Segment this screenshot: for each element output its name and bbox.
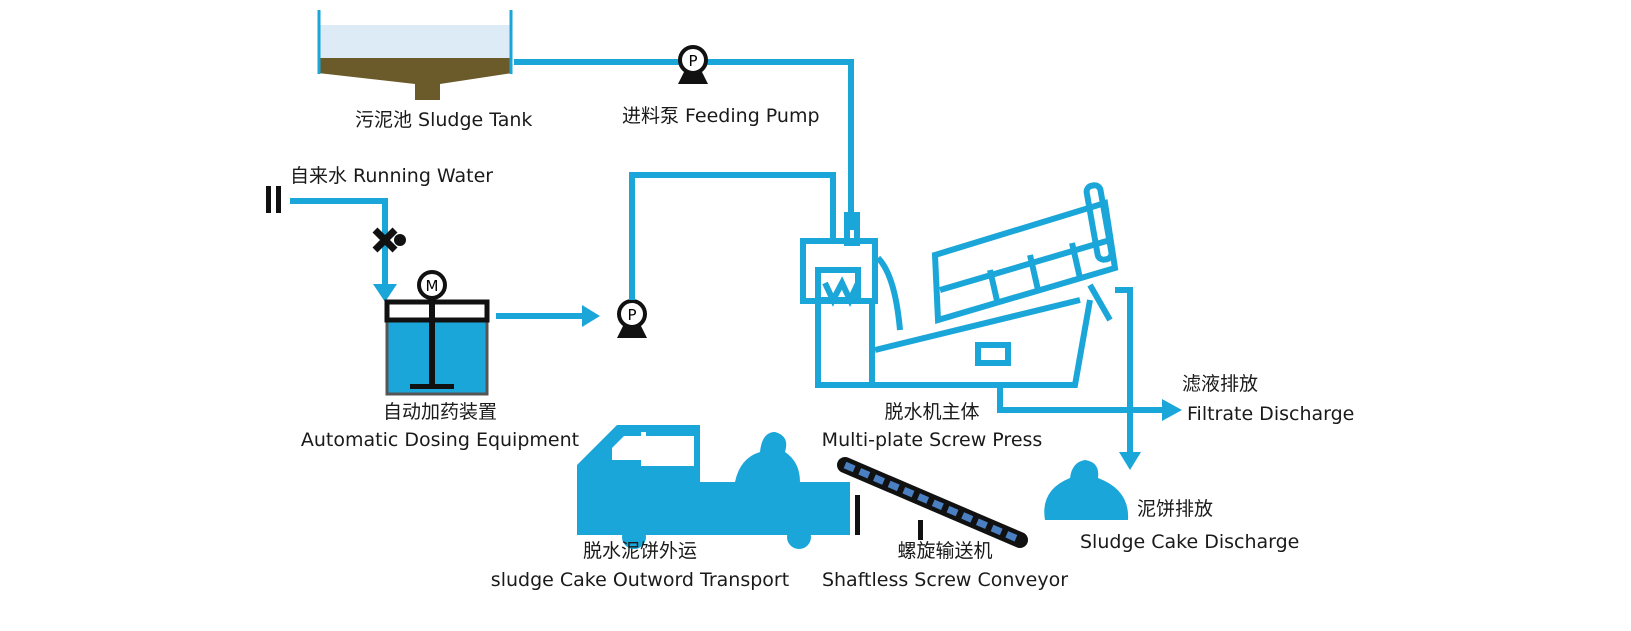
- running-water-label: 自来水 Running Water: [290, 165, 493, 187]
- dosing-arrow-icon: [582, 305, 600, 327]
- pump-symbol: P: [627, 306, 636, 324]
- press-label-cn: 脱水机主体: [884, 401, 979, 423]
- filtrate-pipe: [997, 385, 1165, 413]
- cake-arrow-icon: [1119, 452, 1141, 470]
- dosing-pump-icon: P: [617, 299, 647, 338]
- water-arrow-icon: [373, 284, 397, 302]
- sludge-tank: [317, 10, 513, 100]
- press-label-en: Multi-plate Screw Press: [822, 429, 1043, 451]
- cake-label-cn: 泥饼排放: [1137, 498, 1213, 520]
- sludge-cake-pile: [1044, 460, 1129, 520]
- feeding-pump-icon: P: [678, 45, 708, 84]
- transport-label-en: sludge Cake Outword Transport: [491, 569, 789, 591]
- dosing-tank: [384, 297, 490, 396]
- water-pipe: [290, 198, 388, 285]
- dosing-feed-pipe: [629, 172, 836, 300]
- feeding-pump-label: 进料泵 Feeding Pump: [622, 105, 820, 127]
- sludge-tank-label: 污泥池 Sludge Tank: [355, 109, 532, 131]
- cake-label-en: Sludge Cake Discharge: [1080, 531, 1299, 553]
- filtrate-label-cn: 滤液排放: [1182, 373, 1258, 395]
- dosing-label-cn: 自动加药装置: [383, 401, 497, 423]
- motor-symbol: M: [426, 277, 439, 295]
- truck-icon: [577, 425, 850, 549]
- feed-pipe: [514, 59, 854, 230]
- valve-icon: [372, 227, 406, 253]
- filtrate-arrow-icon: [1162, 399, 1182, 421]
- filtrate-label-en: Filtrate Discharge: [1187, 403, 1354, 425]
- pump-symbol: P: [688, 52, 697, 70]
- conveyor-label-en: Shaftless Screw Conveyor: [822, 569, 1068, 591]
- motor-icon: M: [417, 270, 447, 300]
- transport-label-cn: 脱水泥饼外运: [583, 540, 697, 562]
- conveyor-label-cn: 螺旋输送机: [897, 540, 992, 562]
- screw-press: [800, 182, 1119, 388]
- water-source-icon: [266, 186, 281, 213]
- screw-conveyor-icon: [837, 457, 1028, 548]
- dosing-label-en: Automatic Dosing Equipment: [301, 429, 579, 451]
- cake-pipe: [1115, 287, 1133, 455]
